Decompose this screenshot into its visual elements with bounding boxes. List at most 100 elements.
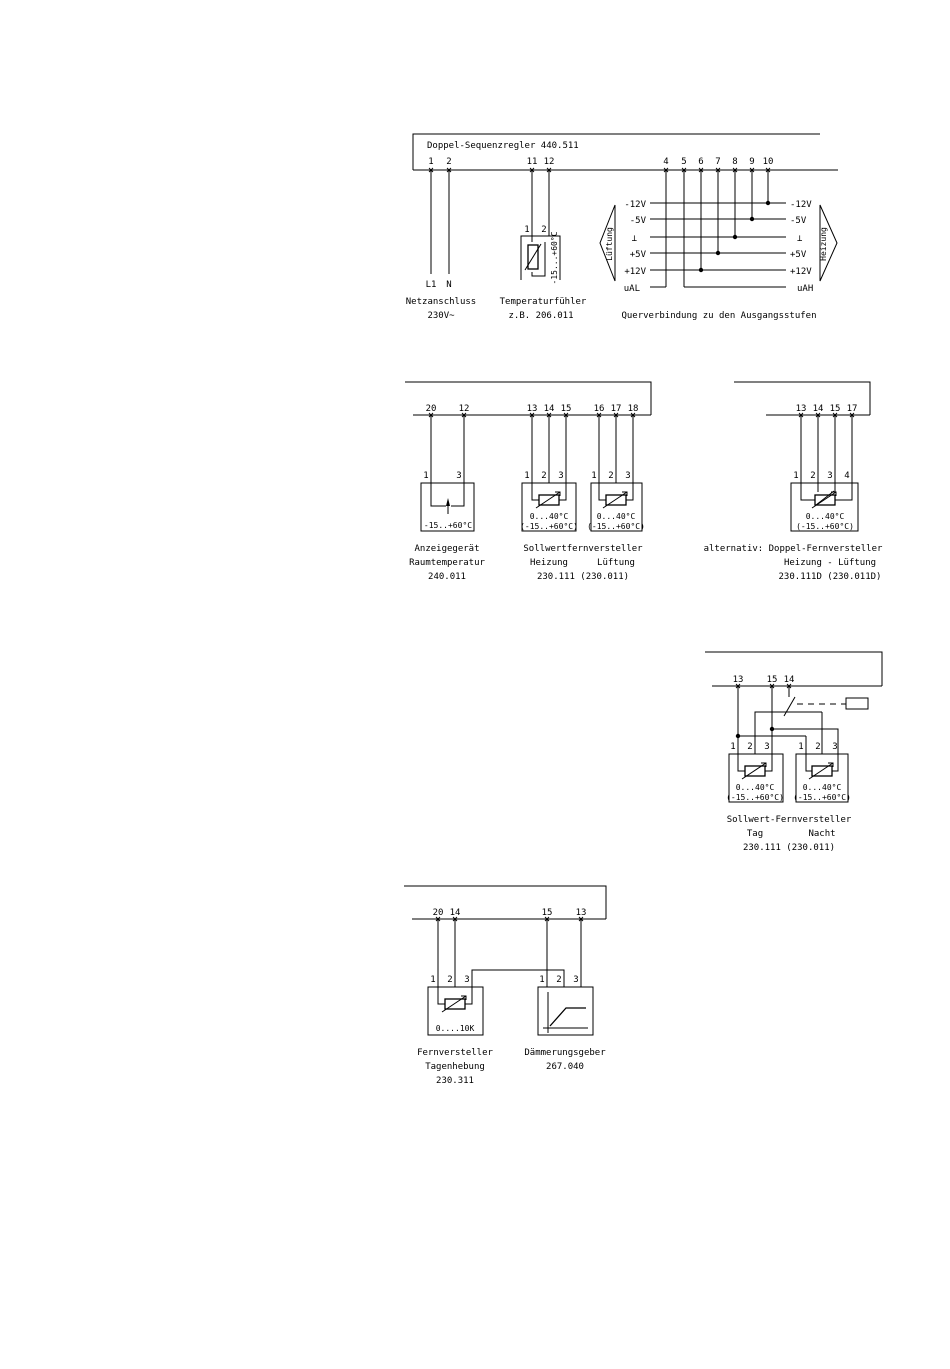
terminal-15: 15 <box>542 908 553 918</box>
temperature-sensor <box>520 167 561 280</box>
day-pin-1: 1 <box>730 742 735 752</box>
terminal-6: 6 <box>698 157 703 167</box>
rail-right-minus5: -5V <box>790 216 807 226</box>
terminal-14: 14 <box>544 404 555 414</box>
display-pin-1: 1 <box>423 471 428 481</box>
heating-stage-arrow <box>819 204 838 282</box>
rail-right-plus5: +5V <box>790 250 807 260</box>
controller-title: Doppel-Sequenzregler 440.511 <box>427 141 579 151</box>
ventilation-range: 0...40°C <box>597 512 636 521</box>
cross-connection-caption: Querverbindung zu den Ausgangsstufen <box>621 311 816 321</box>
remote-subcaption: Heizung - Lüftung <box>784 558 876 568</box>
double-remote-diagram: 13 14 15 17 1 2 3 4 0...40°C (-15..+60°C… <box>704 381 883 582</box>
display-subcaption: Raumtemperatur <box>409 558 485 568</box>
dusk-model: 267.040 <box>546 1062 584 1072</box>
boost-caption: Fernversteller <box>417 1048 493 1058</box>
mains-wires <box>428 167 452 274</box>
boost-pin-1: 1 <box>430 975 435 985</box>
day-alt-range: (-15..+60°C) <box>726 793 784 802</box>
controller-main-diagram: Doppel-Sequenzregler 440.511 1 2 11 12 4… <box>406 133 838 321</box>
display-range: -15..+60°C <box>424 521 472 530</box>
terminal-17: 17 <box>611 404 622 414</box>
ventilation-pin-1: 1 <box>591 471 596 481</box>
terminal-12: 12 <box>459 404 470 414</box>
heating-pin-3: 3 <box>558 471 563 481</box>
sensor-range: -15...+60°C <box>550 231 559 284</box>
heating-stage-label: Heizung <box>819 227 828 261</box>
terminal-14: 14 <box>450 908 461 918</box>
night-alt-range: (-15..+60°C) <box>793 793 851 802</box>
terminal-2: 2 <box>446 157 451 167</box>
setpoint-caption: Sollwertfernversteller <box>523 544 643 554</box>
setpoint-heating-device <box>521 482 577 532</box>
heating-pin-2: 2 <box>541 471 546 481</box>
terminal-9: 9 <box>749 157 754 167</box>
terminal-20: 20 <box>433 908 444 918</box>
remote-range: 0...40°C <box>806 512 845 521</box>
remote-model: 230.111D (230.011D) <box>779 572 882 582</box>
sensor-caption: Temperaturfühler <box>500 297 587 307</box>
terminal-15: 15 <box>561 404 572 414</box>
day-boost-diagram: 20 14 15 13 1 2 3 1 2 3 0....10K Fernver… <box>404 885 607 1086</box>
sensor-pin-2: 2 <box>541 225 546 235</box>
night-pin-1: 1 <box>798 742 803 752</box>
boost-range: 0....10K <box>436 1024 475 1033</box>
terminal-10: 10 <box>763 157 774 167</box>
setpoint-model: 230.111 (230.011) <box>537 572 629 582</box>
night-range: 0...40°C <box>803 783 842 792</box>
boost-model: 230.311 <box>436 1076 474 1086</box>
rail-left-minus5: -5V <box>630 216 647 226</box>
mains-l1-label: L1 <box>426 280 437 290</box>
day-night-model: 230.111 (230.011) <box>743 843 835 853</box>
rail-right-minus12: -12V <box>790 200 812 210</box>
sensor-model: z.B. 206.011 <box>508 311 573 321</box>
terminal-8: 8 <box>732 157 737 167</box>
terminal-14: 14 <box>813 404 824 414</box>
display-device <box>420 482 475 532</box>
ventilation-stage-label: Lüftung <box>605 227 614 261</box>
rail-left-minus12: -12V <box>624 200 646 210</box>
rail-left-plus12: +12V <box>624 267 646 277</box>
terminal-5: 5 <box>681 157 686 167</box>
terminal-17: 17 <box>847 404 858 414</box>
night-pin-3: 3 <box>832 742 837 752</box>
terminal-4: 4 <box>663 157 668 167</box>
remote-alt-range: (-15..+60°C) <box>796 522 854 531</box>
setpoint-heating-label: Heizung <box>530 558 568 568</box>
rail-left-ground: ⊥ <box>632 234 638 244</box>
heating-range: 0...40°C <box>530 512 569 521</box>
double-remote-device <box>790 412 859 532</box>
terminal-18: 18 <box>628 404 639 414</box>
boost-pin-3: 3 <box>464 975 469 985</box>
ventilation-stage-arrow <box>599 204 616 282</box>
rail-right-uah: uAH <box>797 284 813 294</box>
day-night-diagram: 13 15 14 1 2 3 <box>705 651 883 853</box>
output-stage-bus <box>650 167 786 288</box>
display-and-setpoint-diagram: 20 12 13 14 15 16 17 18 1 3 <box>405 381 652 582</box>
heating-alt-range: (-15..+60°C) <box>520 522 578 531</box>
terminal-13: 13 <box>733 675 744 685</box>
terminal-13: 13 <box>796 404 807 414</box>
terminal-wires <box>428 412 636 483</box>
day-range: 0...40°C <box>736 783 775 792</box>
dusk-pin-3: 3 <box>573 975 578 985</box>
display-caption: Anzeigegerät <box>414 544 479 554</box>
terminal-7: 7 <box>715 157 720 167</box>
ventilation-pin-3: 3 <box>625 471 630 481</box>
remote-pin-1: 1 <box>793 471 798 481</box>
rail-left-plus5: +5V <box>630 250 647 260</box>
terminal-15: 15 <box>830 404 841 414</box>
night-label: Nacht <box>808 829 835 839</box>
boost-pin-2: 2 <box>447 975 452 985</box>
dusk-caption: Dämmerungsgeber <box>524 1048 606 1058</box>
terminal-1: 1 <box>428 157 433 167</box>
terminal-13: 13 <box>576 908 587 918</box>
setpoint-ventilation-label: Lüftung <box>597 558 635 568</box>
mains-n-label: N <box>446 280 451 290</box>
day-boost-wiring <box>427 916 594 1036</box>
dusk-pin-2: 2 <box>556 975 561 985</box>
rail-right-ground: ⊥ <box>797 234 803 244</box>
day-pin-3: 3 <box>764 742 769 752</box>
terminal-15: 15 <box>767 675 778 685</box>
